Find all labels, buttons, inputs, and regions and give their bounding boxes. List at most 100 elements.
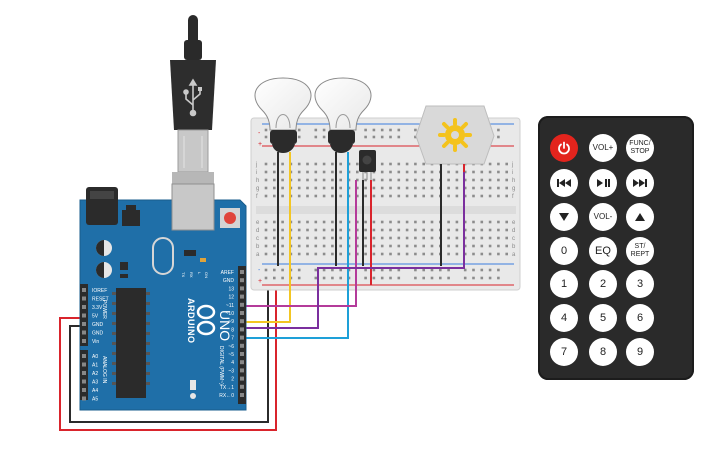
svg-text:-: - [258, 267, 261, 274]
digital-pin-label: ~11 [226, 303, 234, 309]
analog-pin-label: A3 [92, 380, 98, 386]
remote-button-eq[interactable]: EQ [589, 237, 617, 265]
remote-button-down[interactable] [550, 203, 578, 231]
ir-remote: VOL+ FUNC/ STOP VOL- 0 EQ ST/ REPT 1 2 3 4 5 6 7 8 9 [538, 116, 694, 380]
header-pin[interactable] [82, 296, 86, 301]
power-pin-label: IOREF [92, 288, 107, 294]
row-letter: h [256, 178, 259, 184]
header-pin[interactable] [82, 396, 86, 401]
power-wires[interactable] [59, 266, 277, 431]
remote-button-label: 0 [560, 244, 568, 257]
digital-pin-label: GND [223, 278, 235, 284]
digital-header-title: DIGITAL (PWM~) [218, 346, 224, 385]
atmega-chip [116, 288, 146, 398]
power-header-title: POWER [101, 300, 107, 319]
usb-cable[interactable] [170, 15, 216, 184]
header-pin[interactable] [240, 294, 244, 299]
header-pin[interactable] [82, 339, 86, 343]
header-pin[interactable] [240, 302, 244, 307]
header-pin[interactable] [240, 311, 244, 315]
digital-pin-label: 13 [228, 286, 234, 292]
header-pin[interactable] [240, 360, 244, 365]
digital-pin-label: TX→1 [220, 385, 234, 391]
header-pin[interactable] [240, 352, 244, 356]
header-pin[interactable] [82, 362, 86, 367]
remote-button-5[interactable]: 5 [589, 304, 617, 332]
remote-button-label: 2 [599, 277, 607, 290]
header-pin[interactable] [82, 354, 86, 358]
header-pin[interactable] [240, 319, 244, 324]
digital-pin-label: 2 [231, 377, 234, 383]
arduino-uno-board[interactable]: ARDUINO UNO POWER ANALOG IN DIGITAL (PWM… [79, 183, 247, 411]
ir-receiver[interactable] [359, 150, 376, 180]
arrow-up-icon [634, 212, 646, 222]
header-pin[interactable] [240, 376, 244, 381]
remote-button-3[interactable]: 3 [626, 270, 654, 298]
light-bulb-1[interactable] [254, 77, 312, 153]
remote-button-label: 4 [560, 311, 568, 324]
dc-motor[interactable] [415, 105, 495, 172]
remote-button-label: 5 [599, 311, 607, 324]
header-pin[interactable] [82, 313, 86, 318]
header-pin[interactable] [82, 322, 86, 326]
remote-button-8[interactable]: 8 [589, 338, 617, 366]
remote-button-label: 3 [636, 277, 644, 290]
header-pin[interactable] [240, 368, 244, 373]
remote-button-up[interactable] [626, 203, 654, 231]
row-letter: d [512, 228, 515, 234]
header-pin[interactable] [240, 384, 244, 389]
header-pin[interactable] [82, 379, 86, 384]
remote-button-2[interactable]: 2 [589, 270, 617, 298]
header-pin[interactable] [240, 335, 244, 340]
arduino-logo-icon [196, 304, 216, 336]
remote-button-label: EQ [595, 244, 611, 257]
header-pin[interactable] [240, 343, 244, 348]
digital-pin-label: AREF [221, 270, 234, 276]
header-pin[interactable] [82, 388, 86, 392]
signal-wires[interactable] [244, 152, 465, 339]
remote-button-vol-down[interactable]: VOL- [589, 203, 617, 231]
remote-button-func-stop[interactable]: FUNC/ STOP [626, 134, 654, 162]
digital-pin-label: 4 [231, 360, 234, 366]
header-pin[interactable] [240, 270, 244, 274]
remote-button-7[interactable]: 7 [550, 338, 578, 366]
remote-button-st-rept[interactable]: ST/ REPT [626, 237, 654, 265]
skip-forward-icon [632, 178, 648, 188]
remote-button-4[interactable]: 4 [550, 304, 578, 332]
header-pin[interactable] [82, 371, 86, 375]
header-pin[interactable] [82, 305, 86, 309]
remote-button-label: 9 [636, 345, 644, 358]
digital-pin-label: ~3 [228, 368, 234, 374]
usb-symbol-icon [183, 78, 202, 117]
svg-text:-: - [258, 130, 261, 137]
remote-button-0[interactable]: 0 [550, 237, 578, 265]
row-letter: f [512, 194, 514, 200]
row-letter: a [256, 252, 260, 258]
remote-button-1[interactable]: 1 [550, 270, 578, 298]
remote-button-label: FUNC/ STOP [629, 140, 651, 155]
remote-button-6[interactable]: 6 [626, 304, 654, 332]
remote-button-label: 7 [560, 345, 568, 358]
header-pin[interactable] [240, 286, 244, 291]
row-letter: h [512, 178, 515, 184]
header-pin[interactable] [82, 330, 86, 335]
remote-button-9[interactable]: 9 [626, 338, 654, 366]
header-pin[interactable] [240, 278, 244, 283]
digital-pin-label: ~10 [226, 311, 235, 317]
digital-pin-label: ~9 [228, 319, 234, 325]
remote-button-next[interactable] [626, 169, 654, 197]
remote-button-prev[interactable] [550, 169, 578, 197]
row-letter: g [512, 186, 515, 192]
remote-button-label: 8 [599, 345, 607, 358]
header-pin[interactable] [240, 327, 244, 332]
remote-button-play-pause[interactable] [589, 169, 617, 197]
header-pin[interactable] [82, 288, 86, 292]
remote-button-label: VOL- [593, 212, 613, 221]
light-bulb-2[interactable] [314, 77, 372, 153]
remote-button-power[interactable] [550, 134, 578, 162]
tx-led-label: TX [181, 272, 186, 277]
header-pin[interactable] [240, 393, 244, 397]
remote-button-vol-up[interactable]: VOL+ [589, 134, 617, 162]
